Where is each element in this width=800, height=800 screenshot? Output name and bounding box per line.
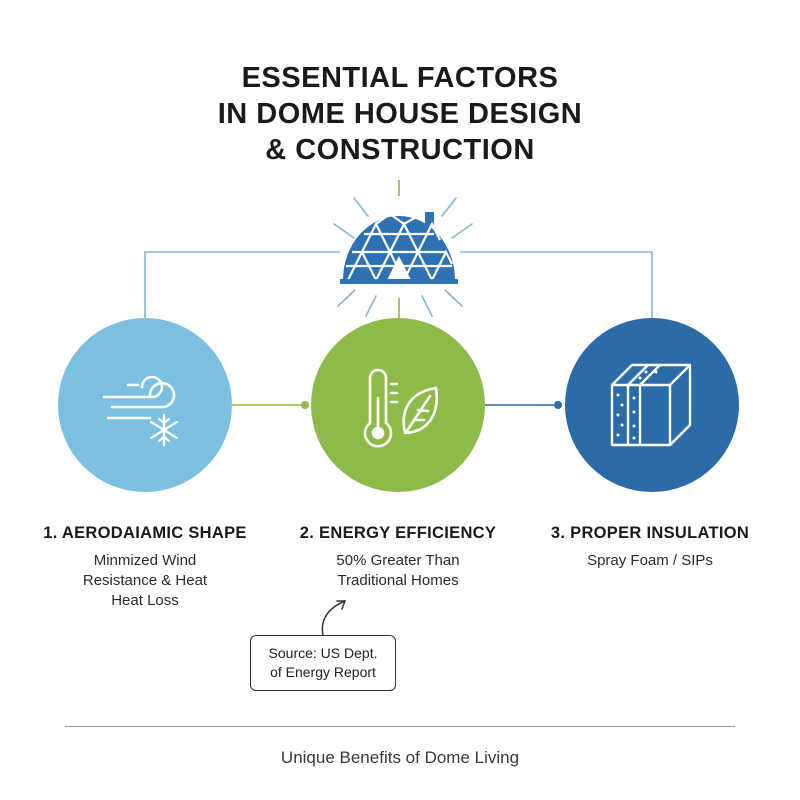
connector-lines <box>144 251 653 406</box>
factor-aerodynamic: 1. AERODAIAMIC SHAPE Minmized Wind Resis… <box>25 524 265 611</box>
factor-desc-aerodynamic: Minmized Wind Resistance & Heat Heat Los… <box>25 551 265 611</box>
source-arrow <box>321 600 347 636</box>
connector-dot-right <box>554 401 562 409</box>
title-line-3: & CONSTRUCTION <box>265 134 535 166</box>
insulation-panel-icon <box>610 363 692 447</box>
factor-desc-insulation: Spray Foam / SIPs <box>530 551 770 571</box>
snowflake-icon <box>149 413 179 447</box>
factor-desc-energy: 50% Greater Than Traditional Homes <box>278 551 518 591</box>
source-line-1: Source: US Dept. <box>268 645 378 661</box>
factor-desc-line: Heat Loss <box>111 592 179 609</box>
connector-left <box>144 251 340 335</box>
factor-energy: 2. ENERGY EFFICIENCY 50% Greater Than Tr… <box>278 524 518 591</box>
factor-circle-insulation <box>565 318 739 492</box>
footer-caption: Unique Benefits of Dome Living <box>280 748 520 767</box>
wind-icon <box>102 375 176 420</box>
title-line-1: ESSENTIAL FACTORS <box>241 62 559 94</box>
factor-circle-energy <box>311 318 485 492</box>
factor-desc-line: Traditional Homes <box>337 572 459 589</box>
connector-dot-left <box>301 401 309 409</box>
insulation-foam-dots <box>616 370 658 440</box>
factor-title-energy: 2. ENERGY EFFICIENCY <box>299 524 497 542</box>
title-line-2: IN DOME HOUSE DESIGN <box>217 98 583 130</box>
factor-desc-line: 50% Greater Than <box>336 552 460 569</box>
factor-circle-aerodynamic <box>58 318 232 492</box>
factor-title-insulation: 3. PROPER INSULATION <box>550 524 750 542</box>
factor-desc-line: Resistance & Heat <box>82 572 208 589</box>
thermometer-icon <box>363 368 399 448</box>
connector-right <box>460 251 653 335</box>
footer-divider <box>65 726 735 727</box>
leaf-icon <box>402 386 439 435</box>
factor-desc-line: Spray Foam / SIPs <box>587 552 713 569</box>
geodesic-dome-icon <box>333 197 473 317</box>
page-title: ESSENTIAL FACTORS IN DOME HOUSE DESIGN &… <box>0 60 800 168</box>
factor-title-aerodynamic: 1. AERODAIAMIC SHAPE <box>43 524 247 542</box>
source-line-2: of Energy Report <box>270 664 376 680</box>
source-callout: Source: US Dept. of Energy Report <box>250 635 396 691</box>
factor-insulation: 3. PROPER INSULATION Spray Foam / SIPs <box>530 524 770 571</box>
factor-desc-line: Minmized Wind <box>93 552 197 569</box>
